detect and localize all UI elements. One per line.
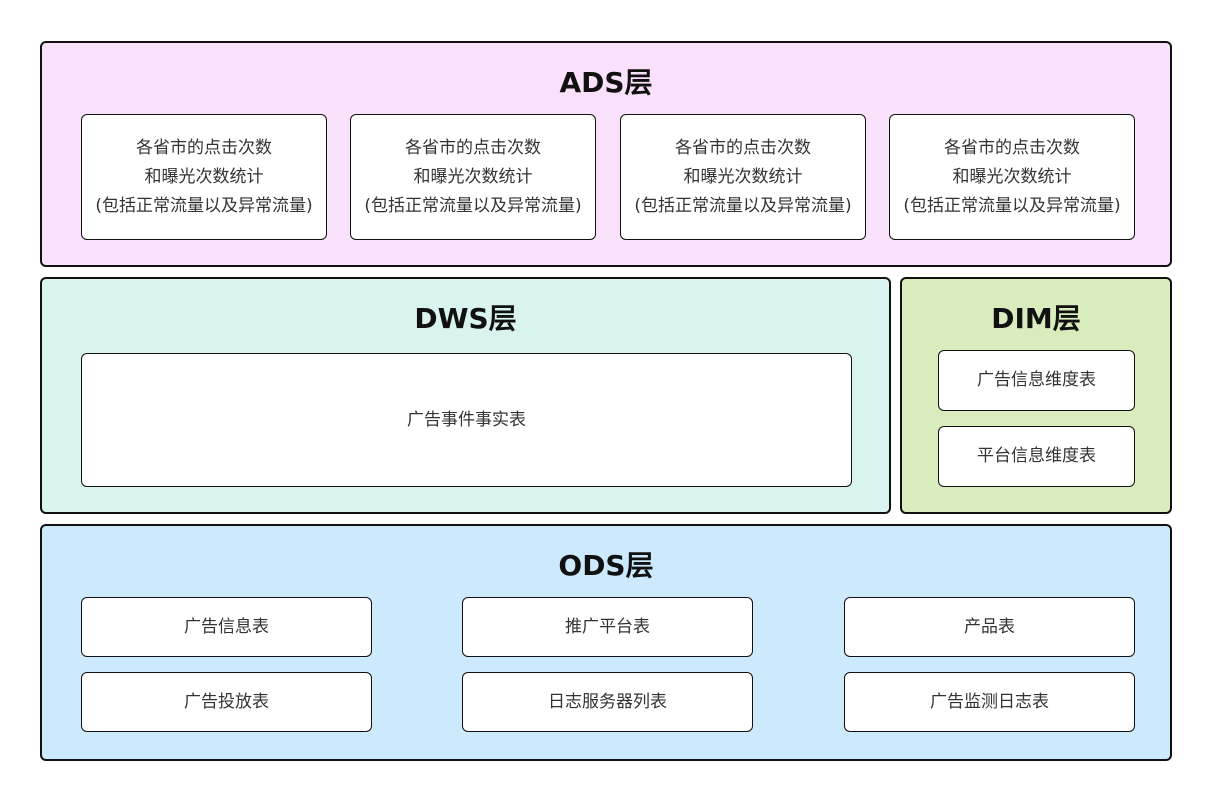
ods-layer: ODS层 广告信息表 推广平台表 产品表 广告投放表 日志服务器列表 广告监测日… <box>40 524 1172 761</box>
ads-layer-title: ADS层 <box>559 66 653 99</box>
ods-box-ad-monitor-log-label: 广告监测日志表 <box>930 691 1049 712</box>
ods-layer-title: ODS层 <box>558 549 654 582</box>
ods-box-ad-info: 广告信息表 <box>81 597 372 657</box>
ads-box-1: 各省市的点击次数 和曝光次数统计 (包括正常流量以及异常流量) <box>81 114 327 240</box>
dws-layer: DWS层 广告事件事实表 <box>40 277 891 514</box>
ads-box-1-line1: 各省市的点击次数 <box>135 137 272 158</box>
dim-box-platform-info-dim: 平台信息维度表 <box>938 426 1135 487</box>
ods-box-log-server-list: 日志服务器列表 <box>462 672 753 732</box>
ads-box-3: 各省市的点击次数 和曝光次数统计 (包括正常流量以及异常流量) <box>620 114 866 240</box>
dws-box-ad-event-fact-label: 广告事件事实表 <box>407 409 526 430</box>
ods-box-promo-platform-label: 推广平台表 <box>565 616 650 637</box>
ads-box-3-line3: (包括正常流量以及异常流量) <box>634 195 852 216</box>
ads-box-4-line1: 各省市的点击次数 <box>943 137 1080 158</box>
ods-box-promo-platform: 推广平台表 <box>462 597 753 657</box>
ods-box-ad-placement: 广告投放表 <box>81 672 372 732</box>
ads-box-4-line2: 和曝光次数统计 <box>952 166 1072 187</box>
dim-box-platform-info-dim-label: 平台信息维度表 <box>977 446 1096 466</box>
dim-layer-title: DIM层 <box>991 302 1081 335</box>
ads-box-2-line1: 各省市的点击次数 <box>404 137 541 158</box>
ads-box-1-line2: 和曝光次数统计 <box>144 166 264 187</box>
ads-box-3-line2: 和曝光次数统计 <box>683 166 803 187</box>
ads-box-2-line2: 和曝光次数统计 <box>413 166 533 187</box>
ads-box-3-line1: 各省市的点击次数 <box>674 137 811 158</box>
dws-layer-title: DWS层 <box>414 302 517 335</box>
ads-box-4: 各省市的点击次数 和曝光次数统计 (包括正常流量以及异常流量) <box>889 114 1135 240</box>
ods-box-ad-monitor-log: 广告监测日志表 <box>844 672 1135 732</box>
dim-layer: DIM层 广告信息维度表 平台信息维度表 <box>900 277 1172 514</box>
ods-box-product-label: 产品表 <box>964 616 1015 637</box>
ods-box-product: 产品表 <box>844 597 1135 657</box>
ods-box-ad-info-label: 广告信息表 <box>184 616 269 637</box>
ads-layer: ADS层 各省市的点击次数 和曝光次数统计 (包括正常流量以及异常流量) 各省市… <box>40 41 1172 267</box>
ads-box-4-line3: (包括正常流量以及异常流量) <box>903 195 1121 216</box>
ods-box-log-server-list-label: 日志服务器列表 <box>548 691 667 712</box>
ads-box-1-line3: (包括正常流量以及异常流量) <box>95 195 313 216</box>
ads-box-2-line3: (包括正常流量以及异常流量) <box>364 195 582 216</box>
dim-box-ad-info-dim-label: 广告信息维度表 <box>977 370 1096 390</box>
dim-box-ad-info-dim: 广告信息维度表 <box>938 350 1135 411</box>
ods-box-ad-placement-label: 广告投放表 <box>184 691 269 712</box>
dws-box-ad-event-fact: 广告事件事实表 <box>81 353 852 487</box>
ads-box-2: 各省市的点击次数 和曝光次数统计 (包括正常流量以及异常流量) <box>350 114 596 240</box>
